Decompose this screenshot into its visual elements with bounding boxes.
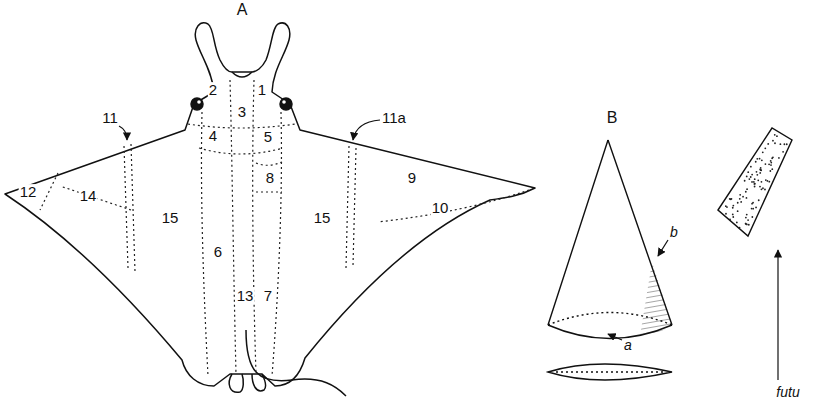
callout-number: 14 xyxy=(79,188,98,204)
callout-number: 3 xyxy=(237,104,247,120)
callout-number: 13 xyxy=(236,288,255,304)
mouth xyxy=(232,72,252,77)
fragment xyxy=(718,128,792,236)
callout-number: futu xyxy=(775,385,800,400)
callout-number: 1 xyxy=(257,82,267,98)
callout-number: 7 xyxy=(263,288,273,304)
clasper xyxy=(229,374,243,392)
callout-arrow xyxy=(777,250,778,380)
eye xyxy=(191,98,203,110)
callout-arrow xyxy=(658,240,668,256)
panel-letter: B xyxy=(606,110,619,127)
tail xyxy=(246,330,346,396)
cone-base-back xyxy=(548,313,672,326)
panel-letter: A xyxy=(236,2,249,19)
eye xyxy=(280,98,292,110)
cone-base xyxy=(548,325,672,339)
clasper xyxy=(252,374,266,391)
callout-number: 11 xyxy=(101,110,119,126)
hatched-section xyxy=(640,262,672,336)
callout-number: 11a xyxy=(381,110,407,126)
callout-number: 4 xyxy=(208,128,218,144)
callout-number: 12 xyxy=(19,184,38,200)
lens-midline xyxy=(556,371,664,372)
callout-arrow xyxy=(353,120,380,140)
region-lines xyxy=(40,80,529,376)
callout-number: 2 xyxy=(208,82,218,98)
callout-arrow xyxy=(608,334,622,340)
callout-number: b xyxy=(669,225,679,240)
callout-arrow xyxy=(119,126,127,140)
ray-outline xyxy=(5,23,535,386)
fragment-texture xyxy=(725,134,788,229)
callout-number: 9 xyxy=(407,170,417,186)
callout-number: 5 xyxy=(263,129,273,145)
cone xyxy=(548,140,672,325)
callout-number: 15 xyxy=(313,210,332,226)
callout-number: 15 xyxy=(161,210,180,226)
lens-section xyxy=(548,364,672,380)
callout-number: a xyxy=(623,338,633,353)
callout-number: 8 xyxy=(265,170,275,186)
callout-number: 10 xyxy=(431,200,450,216)
callout-number: 6 xyxy=(213,244,223,260)
